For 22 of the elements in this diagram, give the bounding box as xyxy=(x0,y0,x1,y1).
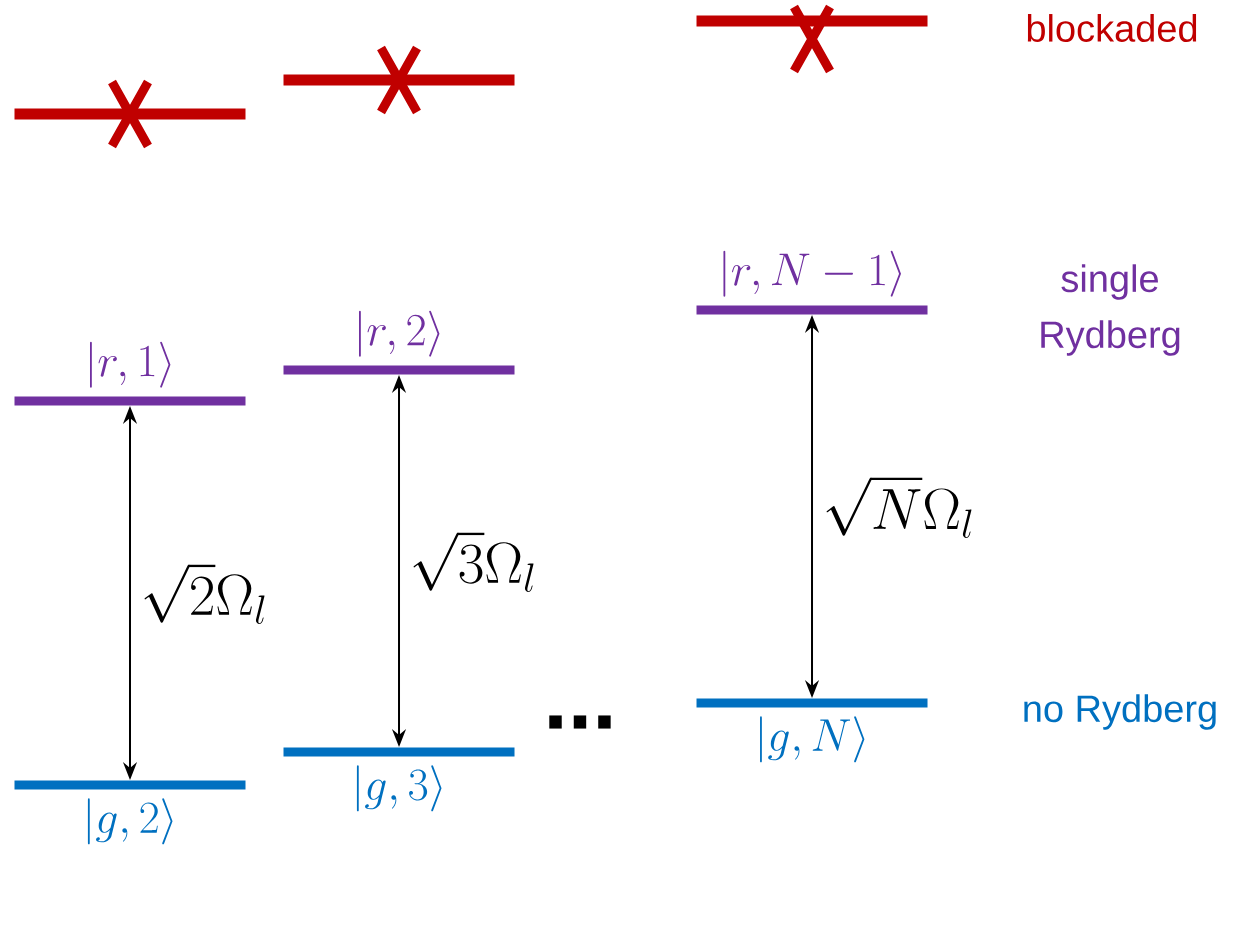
energy-level: $|g,2\rangle$ xyxy=(14,780,246,845)
energy-level: $|g,3\rangle$ xyxy=(283,747,515,812)
level-label: no Rydberg xyxy=(1024,694,1216,730)
node-label: $|g,2\rangle$ xyxy=(87,798,173,845)
energy-level: $|r,N-1\rangle$ xyxy=(696,250,928,315)
level-label: single Rydberg xyxy=(1041,264,1180,356)
edge-label: $\sqrt{3}\Omega_l$ xyxy=(413,532,534,592)
node-label: $|g,N\rangle$ xyxy=(760,716,865,763)
energy-level xyxy=(14,108,246,120)
energy-level: $|r,2\rangle$ xyxy=(283,310,515,375)
energy-level xyxy=(283,74,515,86)
node-label: $|r,2\rangle$ xyxy=(359,310,440,357)
level-label: ... xyxy=(549,715,611,729)
energy-level: $|r,1\rangle$ xyxy=(14,341,246,406)
energy-level xyxy=(696,15,928,27)
level-label: blockaded xyxy=(1027,14,1197,42)
node-label: $|r,N-1\rangle$ xyxy=(723,250,901,297)
edge-label: $\sqrt{N}\Omega_l$ xyxy=(826,477,972,539)
energy-level: $|g,N\rangle$ xyxy=(696,698,928,763)
node-label: $|r,1\rangle$ xyxy=(90,341,171,388)
edge-label: $\sqrt{2}\Omega_l$ xyxy=(144,564,265,624)
node-label: $|g,3\rangle$ xyxy=(356,765,442,812)
